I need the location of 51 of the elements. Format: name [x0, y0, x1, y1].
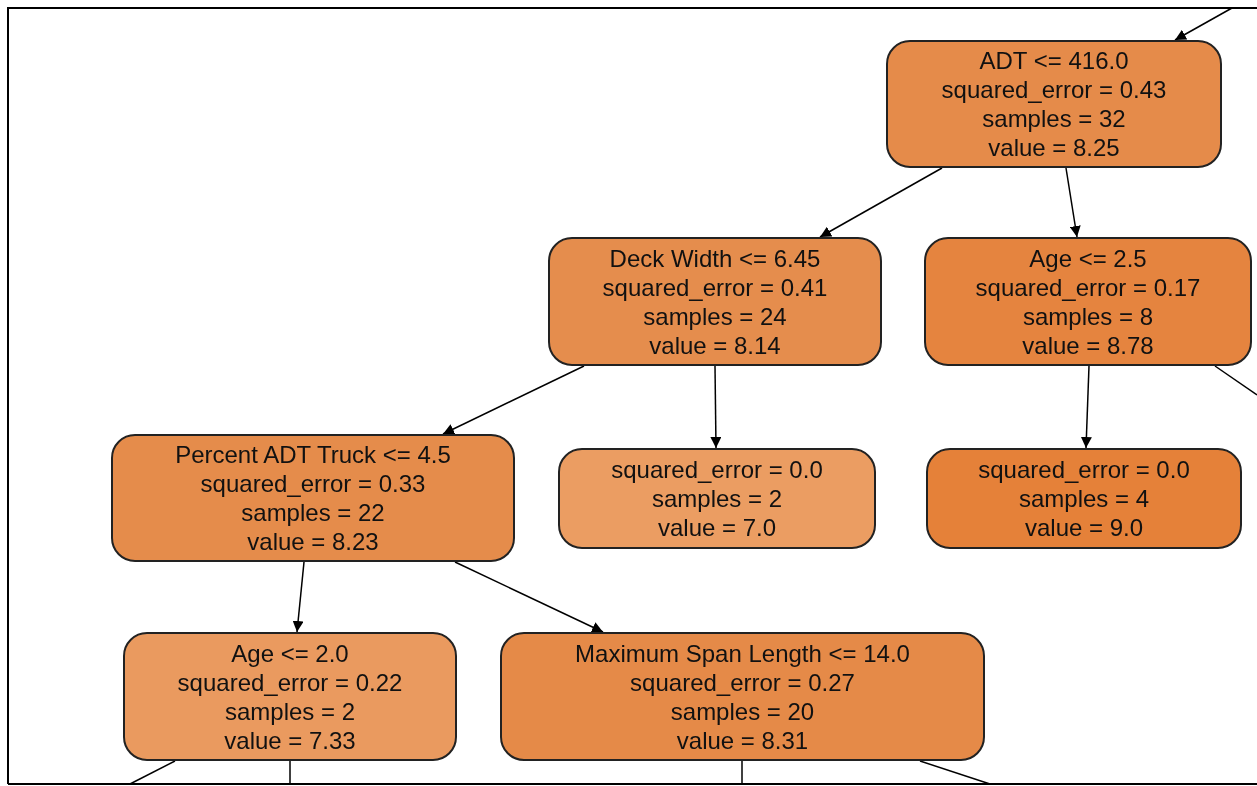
- node-text: value = 8.31: [676, 725, 809, 755]
- node-text: samples = 4: [1018, 484, 1150, 513]
- node-text: samples = 24: [643, 301, 787, 331]
- node-text: squared_error = 0.0: [978, 455, 1190, 484]
- node-text: Deck Width <= 6.45: [609, 243, 821, 273]
- tree-node-box: [500, 632, 985, 761]
- tree-node-box: [886, 40, 1222, 168]
- tree-node-box: [924, 237, 1252, 366]
- node-text: value = 7.0: [657, 513, 777, 542]
- node-text: samples = 32: [982, 104, 1126, 133]
- node-text: squared_error = 0.43: [941, 75, 1167, 104]
- arrow: [454, 561, 604, 633]
- node-text: squared_error = 0.17: [975, 272, 1201, 302]
- node-text: samples = 2: [651, 484, 783, 513]
- node-text: value = 7.33: [224, 725, 356, 755]
- tree-node-box: [111, 434, 515, 562]
- node-text: Age <= 2.5: [1029, 243, 1147, 273]
- node-text: squared_error = 0.41: [602, 272, 828, 302]
- tree-node-box: [123, 632, 457, 761]
- arrow: [710, 365, 722, 449]
- arrow: [442, 365, 585, 435]
- node-text: squared_error = 0.33: [200, 469, 426, 498]
- connector-line: [919, 760, 991, 785]
- node-text: squared_error = 0.0: [611, 455, 823, 484]
- node-text: value = 8.14: [649, 330, 781, 360]
- tree-node-box: [926, 448, 1242, 549]
- node-text: Percent ADT Truck <= 4.5: [175, 440, 451, 469]
- node-text: Maximum Span Length <= 14.0: [575, 638, 910, 668]
- node-text: value = 8.78: [1022, 330, 1154, 360]
- node-text: value = 8.25: [988, 133, 1120, 162]
- connector-line: [741, 760, 743, 785]
- node-text: squared_error = 0.22: [177, 667, 403, 697]
- arrow: [1065, 167, 1081, 238]
- connector-line: [129, 760, 176, 785]
- node-text: ADT <= 416.0: [979, 46, 1129, 75]
- node-text: squared_error = 0.27: [630, 667, 855, 697]
- node-text: samples = 8: [1022, 301, 1154, 331]
- node-text: Age <= 2.0: [231, 638, 349, 668]
- node-text: samples = 22: [241, 498, 385, 527]
- arrow: [819, 167, 943, 238]
- node-text: value = 9.0: [1024, 513, 1144, 542]
- arrow: [1080, 365, 1092, 449]
- node-text: samples = 2: [224, 696, 356, 726]
- node-text: samples = 20: [670, 696, 815, 726]
- connector-line: [289, 760, 291, 785]
- node-text: value = 8.23: [247, 527, 379, 556]
- arrow: [1174, 7, 1233, 41]
- arrow: [292, 561, 305, 633]
- connector-line: [1214, 365, 1257, 396]
- tree-node-box: [558, 448, 876, 549]
- tree-node-box: [548, 237, 882, 366]
